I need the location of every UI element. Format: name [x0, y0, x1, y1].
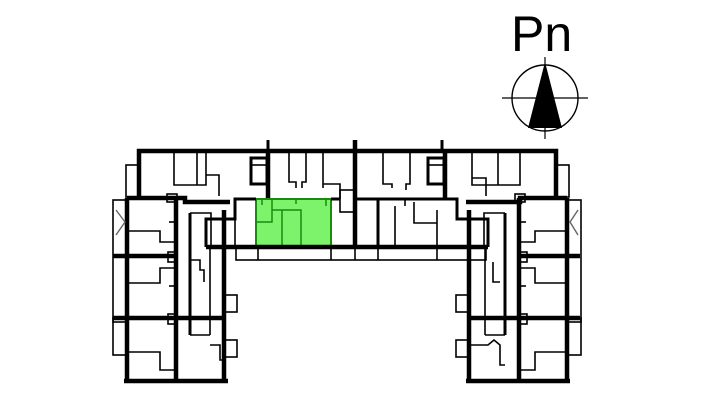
selected-apartment[interactable] — [255, 198, 332, 248]
north-arrow-icon — [502, 57, 588, 139]
right-wing — [455, 195, 582, 384]
building-walls — [125, 140, 570, 247]
north-label: Pn — [511, 6, 573, 62]
central-corridor — [204, 197, 490, 261]
left-wing — [112, 195, 238, 384]
